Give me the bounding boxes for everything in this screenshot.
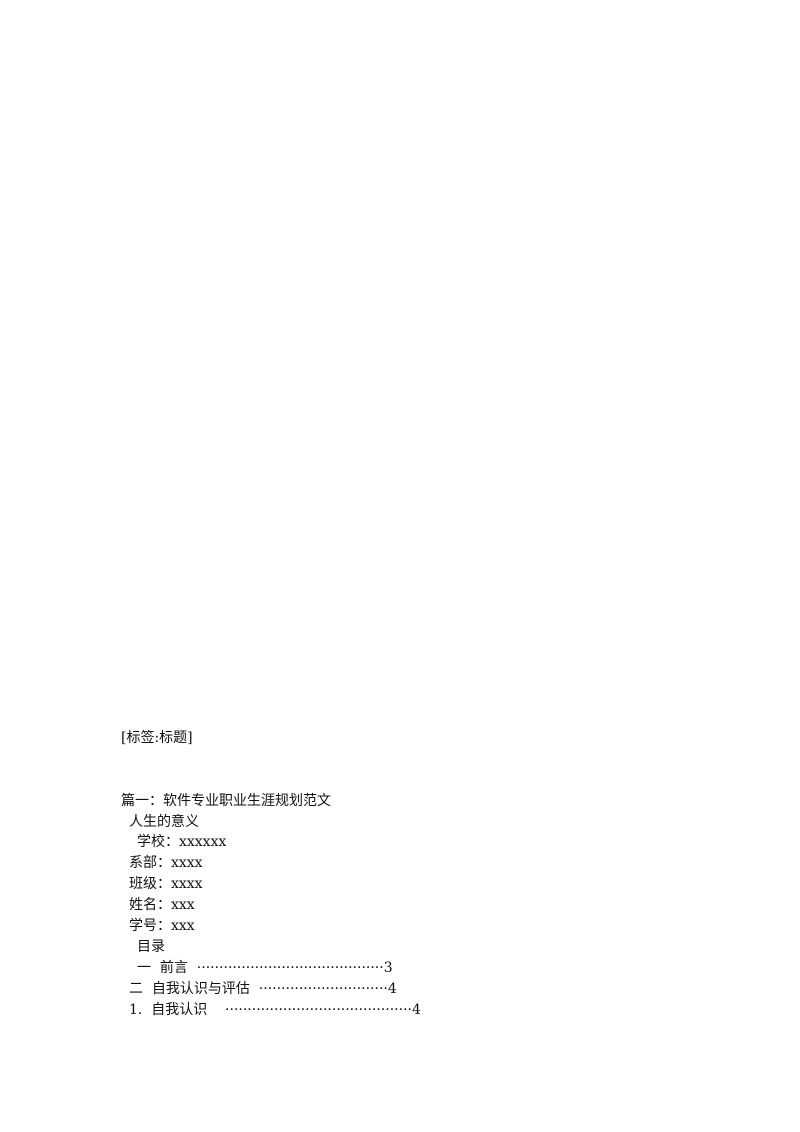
toc-item-preface: 一 前言 ···································… [137, 960, 393, 976]
school-field: 学校：xxxxxx [137, 834, 227, 850]
table-of-contents-title: 目录 [137, 939, 165, 955]
document-subtitle: 人生的意义 [129, 814, 199, 830]
student-number-field: 学号：xxx [129, 918, 195, 934]
document-title: 篇一：软件专业职业生涯规划范文 [121, 793, 331, 809]
department-field: 系部：xxxx [129, 855, 203, 871]
toc-item-self-understanding: 1. 自我认识 ································… [129, 1002, 421, 1018]
tag-label: [标签:标题] [121, 730, 193, 746]
class-field: 班级：xxxx [129, 876, 203, 892]
toc-item-self-assessment: 二 自我认识与评估 ·····························4 [129, 981, 397, 997]
name-field: 姓名：xxx [129, 897, 195, 913]
